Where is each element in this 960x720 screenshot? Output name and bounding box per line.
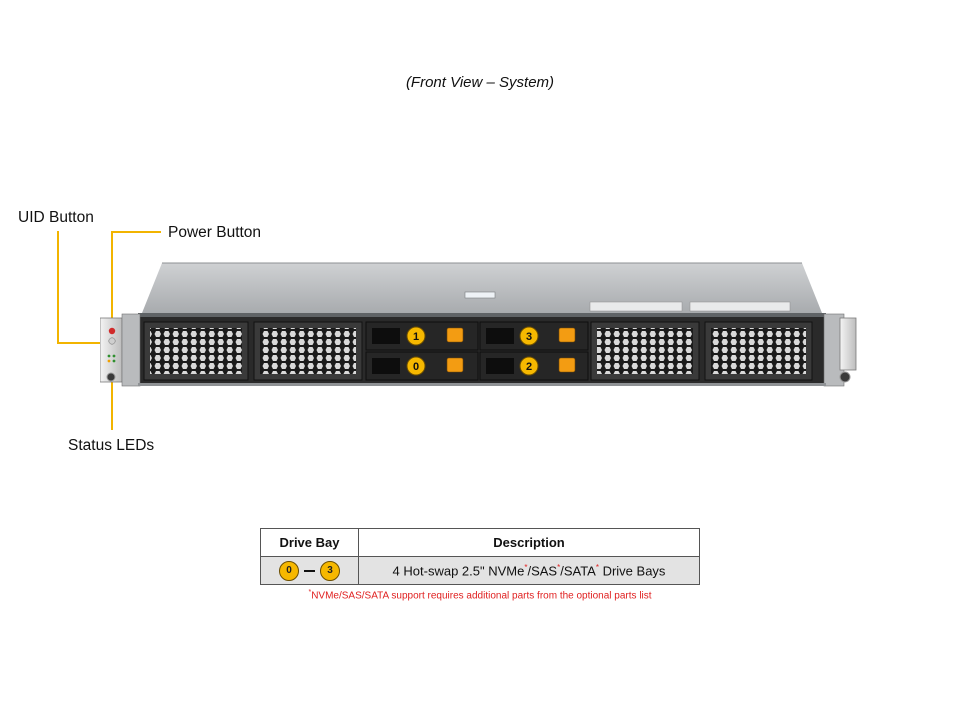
description-text-sata: /SATA [560, 563, 596, 579]
uid-button-label: UID Button [18, 209, 94, 226]
figure-caption: (Front View – System) [405, 74, 555, 91]
uid-leader-horizontal [57, 342, 110, 344]
service-label-2 [689, 301, 791, 312]
chassis-top-cover [142, 263, 822, 313]
vented-blank-1 [150, 328, 242, 374]
drive-bay-group: 1 0 3 2 [365, 321, 589, 381]
header-description: Description [358, 528, 700, 557]
status-led-icon [107, 354, 111, 358]
uid-button-icon [108, 327, 116, 335]
bay-number-0: 0 [413, 361, 419, 373]
status-leader-vertical [111, 376, 113, 430]
footnote-text: NVMe/SAS/SATA support requires additiona… [311, 590, 652, 602]
server-front-view: 1 0 3 2 [100, 262, 857, 387]
bay-number-3: 3 [526, 331, 532, 343]
service-label [589, 301, 683, 312]
footnote-marker: * [308, 589, 312, 596]
range-dash [304, 569, 315, 572]
header-drive-bay: Drive Bay [260, 528, 359, 557]
left-rack-ear [100, 317, 123, 383]
footnote: *NVMe/SAS/SATA support requires addition… [260, 589, 700, 601]
right-rack-ear [839, 317, 857, 371]
asterisk-2: * [557, 562, 561, 572]
asterisk-3: * [595, 562, 599, 572]
asterisk-1: * [524, 562, 528, 572]
description-cell: 4 Hot-swap 2.5" NVMe*/SAS*/SATA* Drive B… [358, 556, 700, 585]
bay-end-badge: 3 [320, 560, 340, 581]
uid-leader-vertical [57, 231, 59, 344]
power-button-icon [108, 337, 116, 345]
status-leds-label: Status LEDs [68, 437, 155, 454]
description-text-nvme: 4 Hot-swap 2.5" NVMe [392, 563, 525, 579]
drive-latch-icon [446, 327, 464, 343]
power-leader-horizontal [111, 231, 161, 233]
description-text-sas: /SAS [527, 563, 558, 579]
power-leader-vertical [111, 231, 113, 331]
vented-blank-4 [711, 328, 806, 374]
bay-number-1: 1 [413, 331, 419, 343]
vented-blank-2 [260, 328, 356, 374]
description-text-suffix: Drive Bays [598, 563, 666, 579]
table-header-row: Drive Bay Description [260, 528, 700, 557]
bay-start-badge: 0 [279, 560, 299, 581]
power-button-label: Power Button [168, 224, 262, 241]
bay-number-2: 2 [526, 361, 532, 373]
vented-blank-3 [597, 328, 693, 374]
